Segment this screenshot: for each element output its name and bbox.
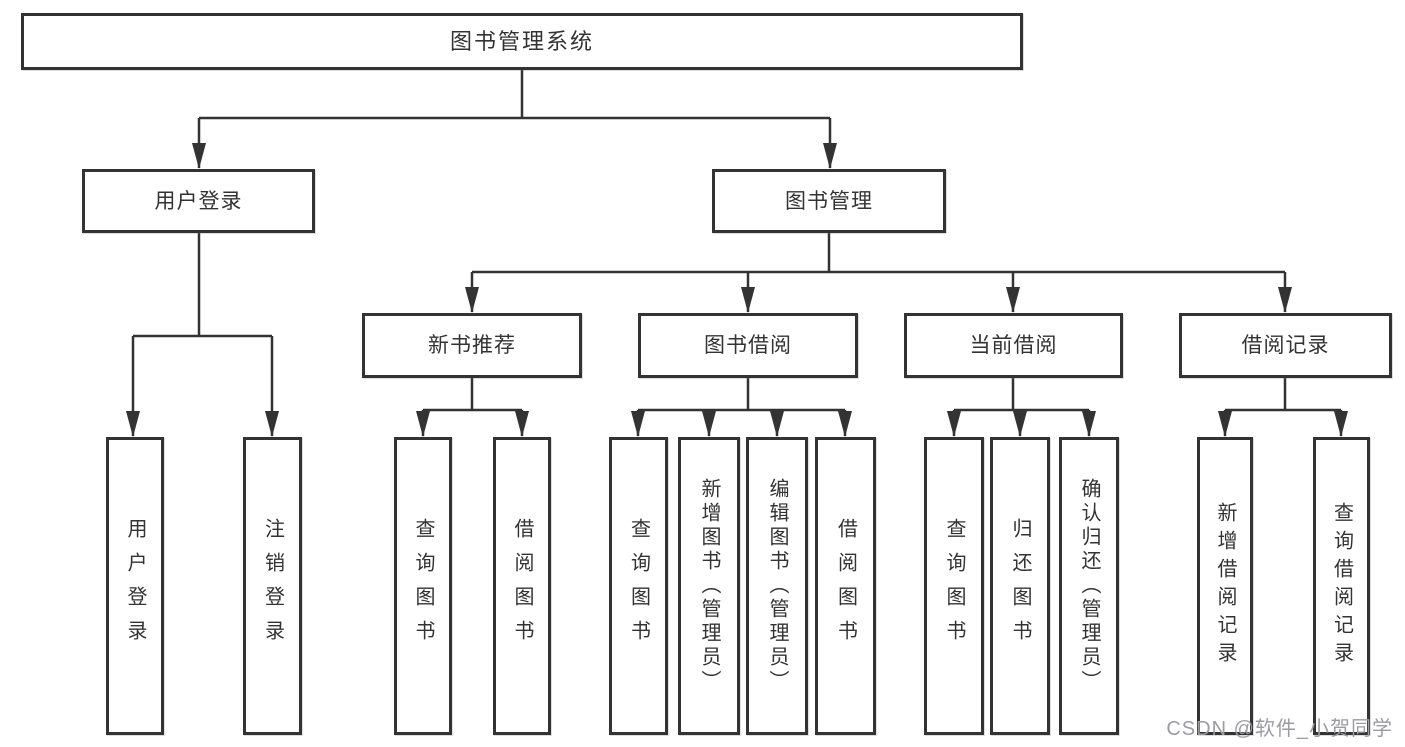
leaf-add-book-admin-label: 新增图书（管理员） [698, 478, 720, 694]
node-user-login: 用户登录 [82, 169, 315, 233]
leaf-confirm-return-admin-label: 确认归还（管理员） [1078, 478, 1100, 694]
leaf-user-login: 用户登录 [106, 437, 164, 735]
leaf-newrec-borrow-book: 借阅图书 [493, 437, 551, 735]
leaf-query-borrow-record-label: 查询借阅记录 [1330, 502, 1353, 670]
node-current-borrowing: 当前借阅 [904, 313, 1123, 378]
node-borrowing-records: 借阅记录 [1179, 313, 1392, 378]
node-user-login-label: 用户登录 [154, 189, 243, 213]
leaf-newrec-query-book-label: 查询图书 [412, 518, 434, 654]
leaf-edit-book-admin-label: 编辑图书（管理员） [766, 478, 788, 694]
leaf-return-book-label: 归还图书 [1009, 518, 1031, 654]
node-book-management-label: 图书管理 [785, 189, 873, 213]
node-book-borrowing: 图书借阅 [638, 313, 858, 378]
csdn-watermark: CSDN @软件_小贺同学 [1166, 718, 1393, 740]
leaf-return-book: 归还图书 [990, 437, 1050, 735]
leaf-current-query-book-label: 查询图书 [943, 518, 965, 654]
leaf-borrowing-query-book-label: 查询图书 [627, 518, 650, 654]
node-root-label: 图书管理系统 [449, 28, 594, 54]
leaf-borrowing-borrow-book: 借阅图书 [815, 437, 876, 735]
node-book-management: 图书管理 [712, 169, 946, 233]
node-borrowing-records-label: 借阅记录 [1241, 334, 1330, 357]
leaf-add-borrow-record: 新增借阅记录 [1197, 437, 1253, 735]
leaf-current-query-book: 查询图书 [924, 437, 984, 735]
leaf-add-borrow-record-label: 新增借阅记录 [1214, 502, 1236, 670]
leaf-user-login-label: 用户登录 [124, 518, 146, 654]
leaf-borrowing-query-book: 查询图书 [609, 437, 668, 735]
leaf-add-book-admin: 新增图书（管理员） [678, 437, 740, 735]
node-root-system: 图书管理系统 [21, 13, 1023, 70]
leaf-query-borrow-record: 查询借阅记录 [1313, 437, 1370, 735]
leaf-confirm-return-admin: 确认归还（管理员） [1059, 437, 1119, 735]
leaf-logout-label: 注销登录 [261, 518, 284, 654]
node-new-book-recommend-label: 新书推荐 [428, 334, 516, 357]
node-book-borrowing-label: 图书借阅 [704, 334, 792, 357]
leaf-newrec-query-book: 查询图书 [394, 437, 452, 735]
node-current-borrowing-label: 当前借阅 [969, 334, 1058, 357]
node-new-book-recommend: 新书推荐 [362, 313, 582, 378]
leaf-newrec-borrow-book-label: 借阅图书 [511, 518, 533, 654]
leaf-logout: 注销登录 [243, 437, 302, 735]
leaf-edit-book-admin: 编辑图书（管理员） [746, 437, 808, 735]
leaf-borrowing-borrow-book-label: 借阅图书 [834, 518, 857, 654]
